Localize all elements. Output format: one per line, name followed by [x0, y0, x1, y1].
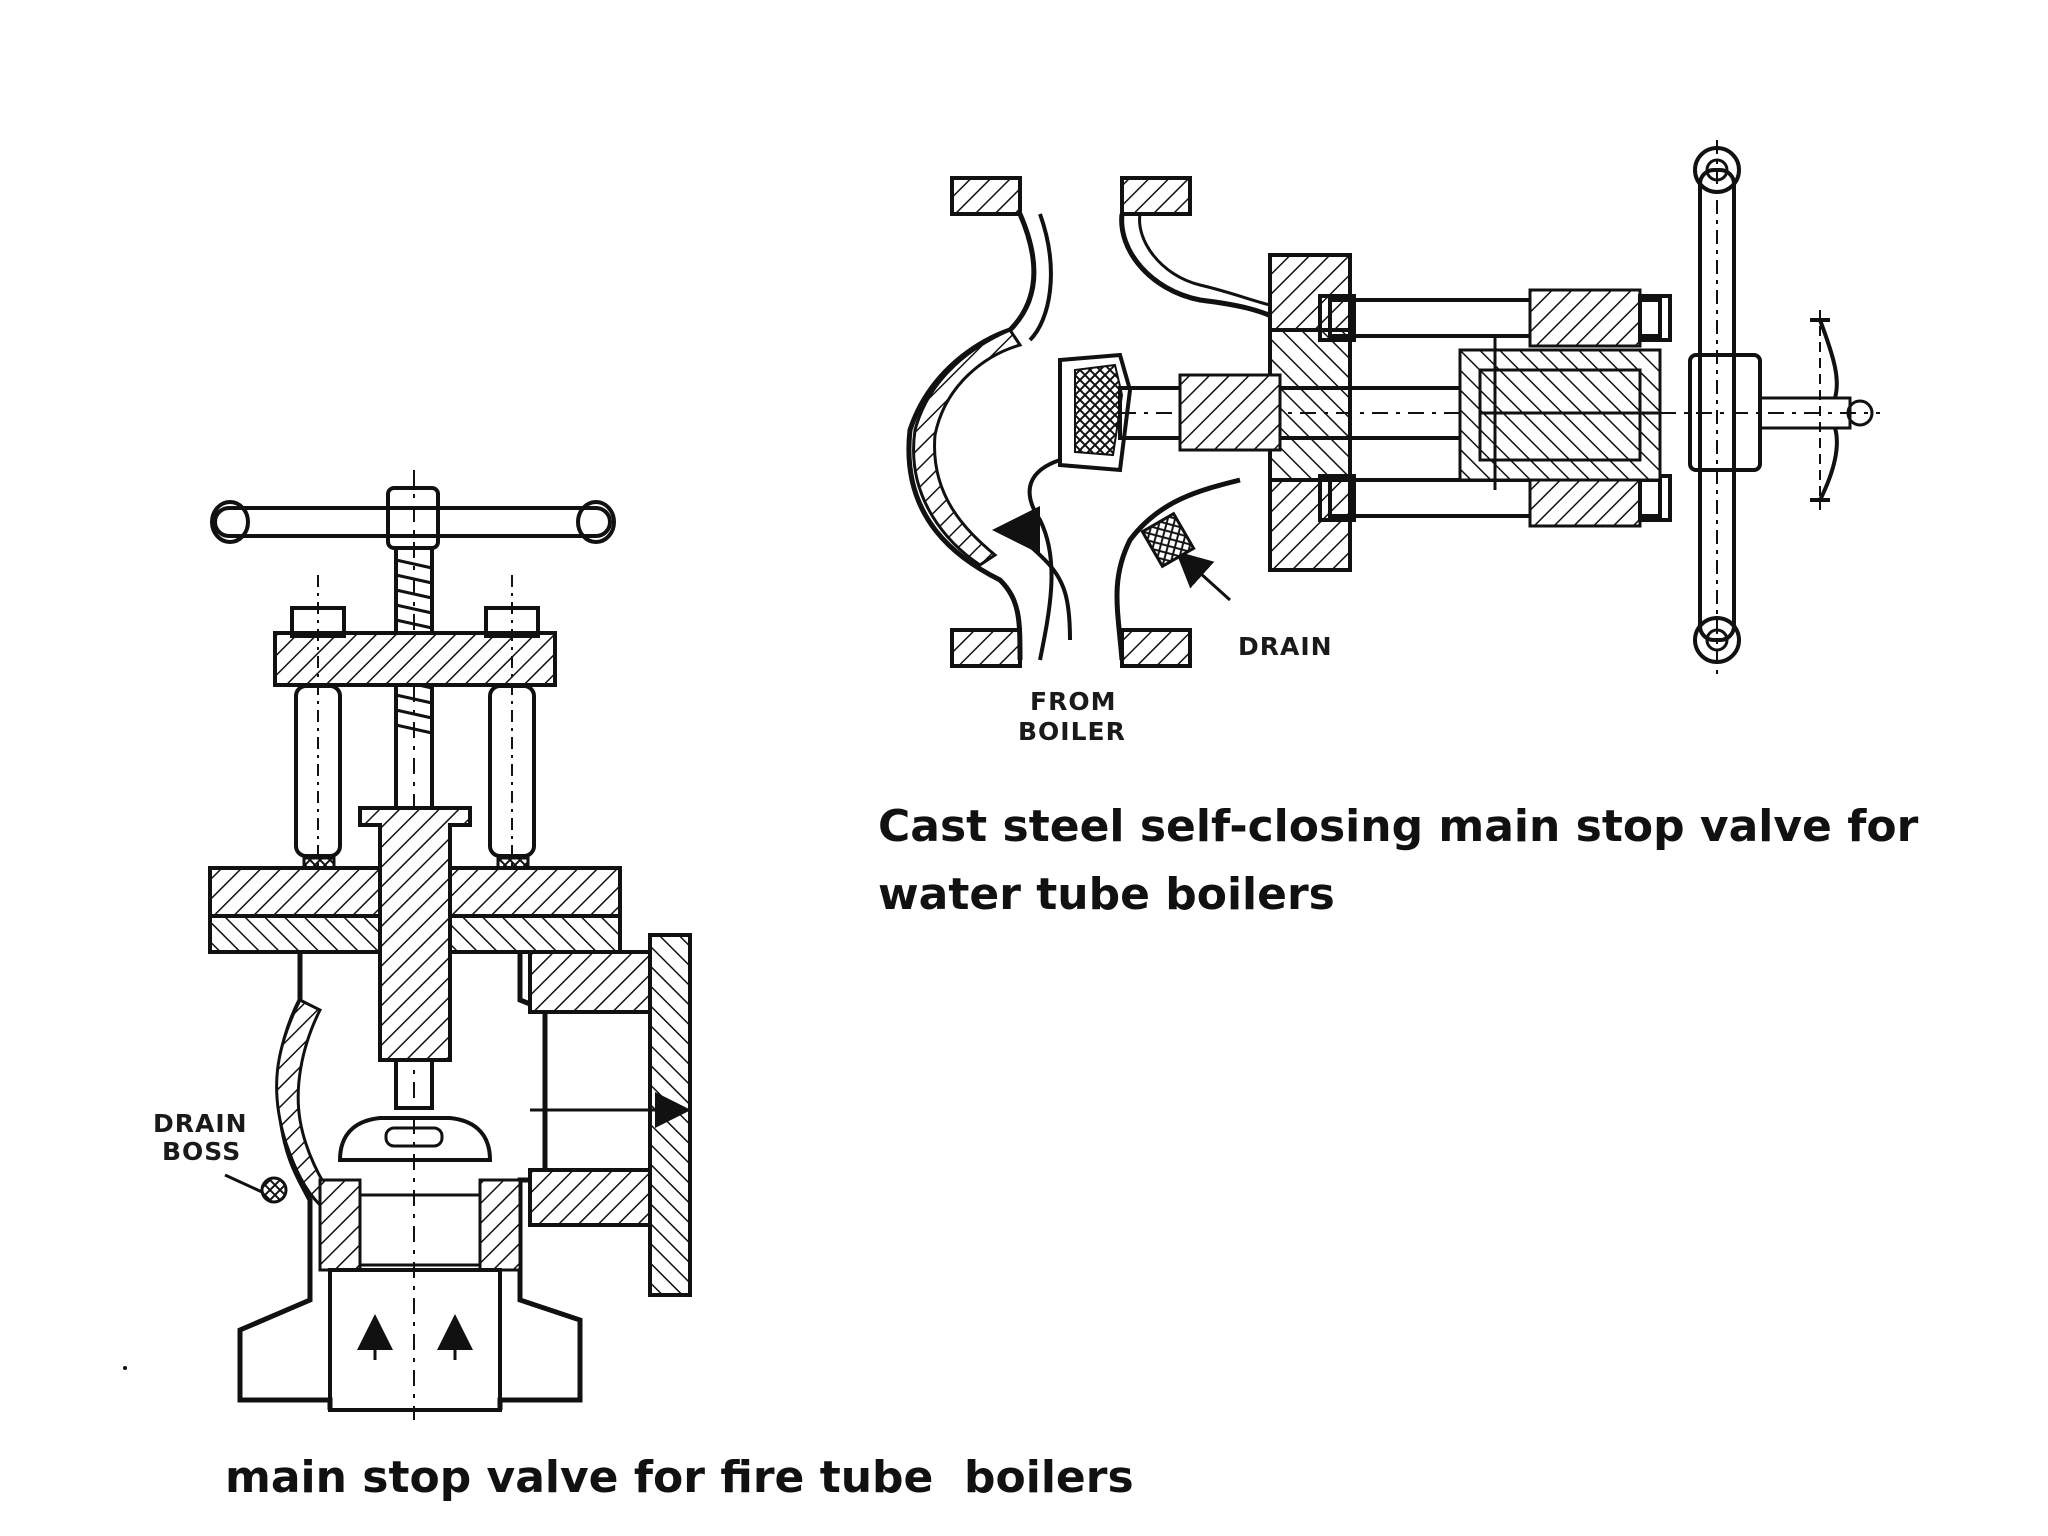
- drain-label: DRAIN: [1238, 632, 1333, 661]
- drain-boss-label-line2: BOSS: [162, 1137, 241, 1166]
- fire-tube-valve-diagram: [123, 470, 692, 1420]
- from-label: FROM: [1030, 687, 1116, 716]
- water-tube-valve-diagram: [906, 140, 1880, 680]
- boiler-label: BOILER: [1018, 717, 1126, 746]
- caption-water-tube-valve: Cast steel self-closing main stop valve …: [878, 801, 1919, 920]
- drain-boss-label-line1: DRAIN: [153, 1109, 248, 1138]
- caption-fire-tube-valve: main stop valve for fire tube boilers: [225, 1452, 1134, 1503]
